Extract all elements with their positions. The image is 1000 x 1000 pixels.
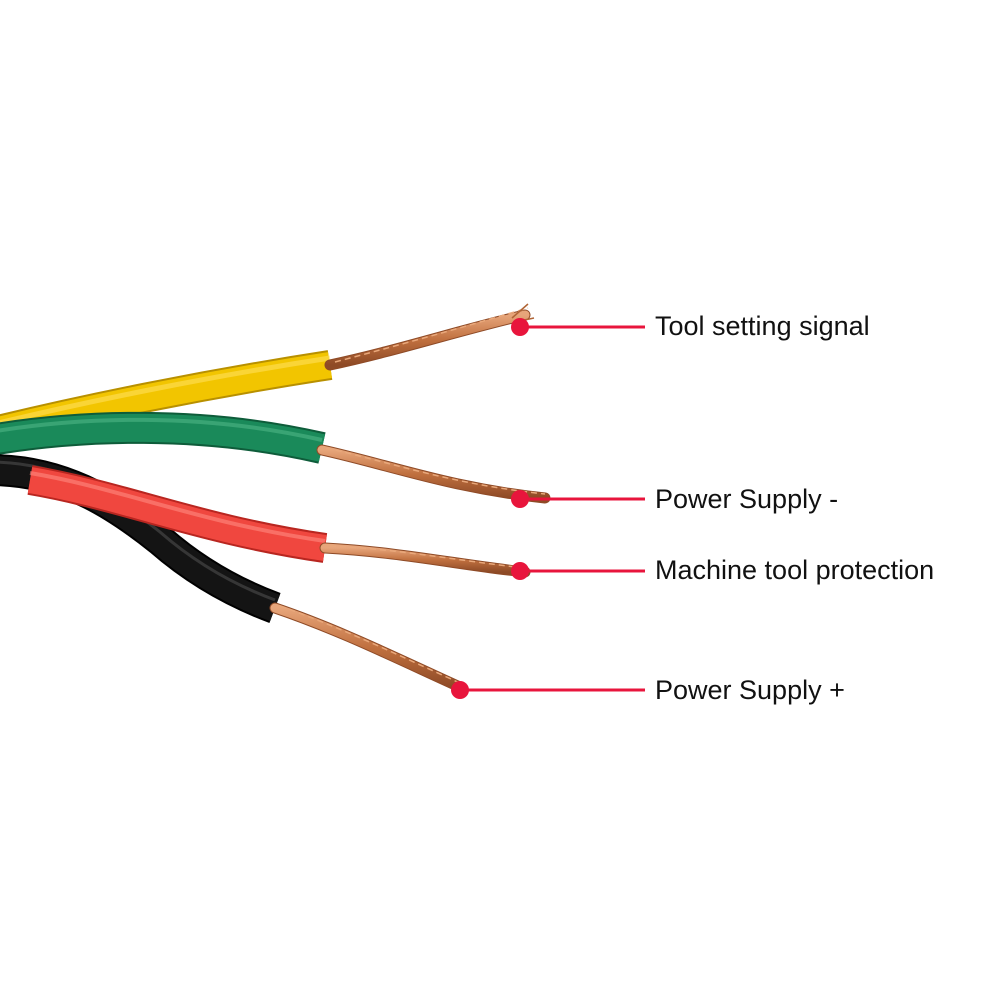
callout-tool-setting-signal (511, 318, 645, 336)
callout-dot (511, 490, 529, 508)
callout-machine-tool-protection (511, 562, 645, 580)
yellow-wire-strands (324, 303, 535, 371)
label-power-supply-plus: Power Supply + (655, 675, 845, 705)
label-machine-tool-protection: Machine tool protection (655, 555, 935, 585)
callout-power-supply-minus (511, 490, 645, 508)
label-tool-setting-signal: Tool setting signal (655, 311, 870, 341)
green-wire (0, 411, 326, 464)
callout-power-supply-plus (451, 681, 645, 699)
callout-dot (451, 681, 469, 699)
red-wire (27, 465, 328, 563)
black-wire-strands (269, 602, 468, 694)
callout-dot (511, 562, 529, 580)
label-power-supply-minus: Power Supply - (655, 484, 839, 514)
green-wire-strands (316, 444, 551, 504)
red-wire-strands (319, 542, 531, 578)
callout-dot (511, 318, 529, 336)
